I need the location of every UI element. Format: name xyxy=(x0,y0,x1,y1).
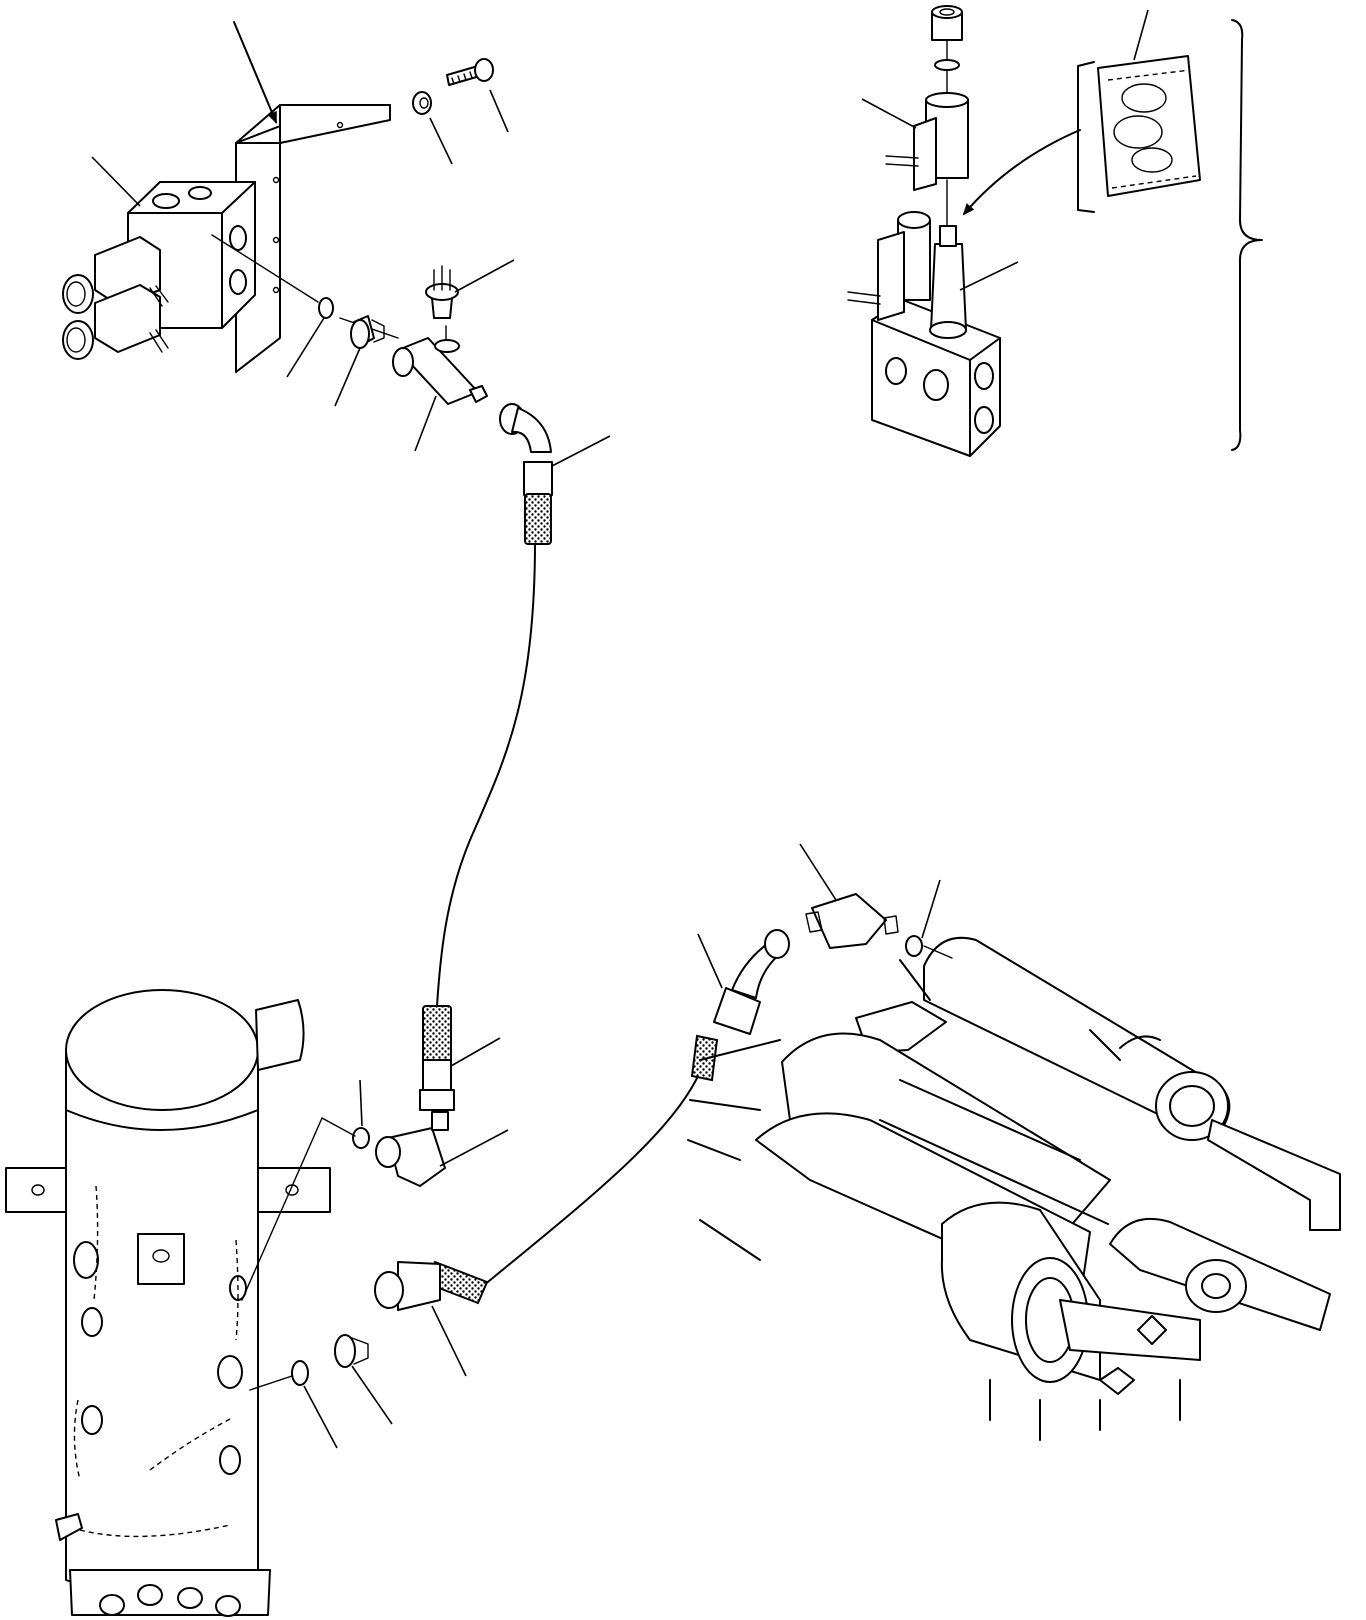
o-ring xyxy=(353,1128,369,1148)
lower-elbow xyxy=(376,1112,448,1186)
assembly-axis-line xyxy=(242,1118,322,1300)
washer xyxy=(413,92,431,114)
seal-kit-callout-arrow xyxy=(962,130,1080,216)
hose xyxy=(375,462,789,1310)
bolt xyxy=(447,59,493,85)
o-ring xyxy=(292,1361,308,1385)
bracket-callout-arrow xyxy=(234,22,276,124)
upper-hose-elbow xyxy=(500,404,551,452)
nut xyxy=(932,6,962,40)
coil xyxy=(886,93,968,190)
adapter xyxy=(351,316,384,348)
o-ring xyxy=(935,60,959,70)
callout-leaders xyxy=(92,10,1148,1448)
swivel-joint xyxy=(6,990,330,1616)
assembly-group-brace xyxy=(1232,20,1262,450)
o-ring xyxy=(906,936,922,956)
double-solenoid-valve xyxy=(63,182,255,359)
assembly-axis-line xyxy=(212,235,318,302)
adapter xyxy=(335,1335,368,1367)
seal-kit xyxy=(1098,56,1200,196)
tee-fitting xyxy=(393,338,487,404)
assembly-axis-line xyxy=(250,1376,292,1390)
assembly-axis-line xyxy=(924,946,952,958)
pressure-switch xyxy=(426,266,458,318)
single-solenoid-valve xyxy=(848,212,1000,456)
o-ring xyxy=(319,298,333,318)
bracket-grouping-mark xyxy=(1078,62,1094,212)
mounting-bracket xyxy=(236,105,390,372)
assembly-axis-line xyxy=(322,1118,355,1136)
steering-cylinder-assembly xyxy=(688,938,1340,1440)
swivel-elbow xyxy=(806,894,898,948)
